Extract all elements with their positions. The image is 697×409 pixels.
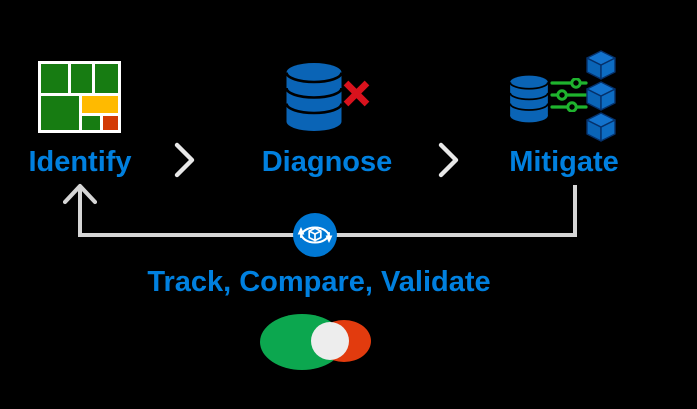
treemap-cell — [82, 116, 100, 130]
sync-icon — [293, 213, 337, 257]
cubes-icon — [586, 50, 616, 142]
treemap-cell — [103, 116, 118, 130]
error-x-icon — [343, 80, 370, 107]
treemap-cell — [71, 64, 92, 93]
chevron-right-icon — [174, 142, 195, 178]
sliders-icon — [550, 78, 588, 112]
loop-label: Track, Compare, Validate — [147, 266, 491, 298]
step-label-mitigate: Mitigate — [509, 146, 619, 178]
database-icon — [285, 63, 343, 131]
treemap-cell — [95, 64, 118, 93]
chevron-right-icon — [438, 142, 459, 178]
loop-line-right-vertical — [573, 185, 577, 237]
treemap-icon — [38, 61, 121, 133]
treemap-cell — [41, 96, 79, 130]
step-label-identify: Identify — [28, 146, 132, 178]
database-icon — [509, 75, 549, 123]
loop-arrowhead-icon — [63, 183, 97, 205]
treemap-cell — [41, 64, 68, 93]
step-label-diagnose: Diagnose — [261, 146, 393, 178]
loop-line-left-vertical — [78, 189, 82, 237]
treemap-cell — [82, 96, 118, 113]
venn-diagram-icon — [260, 314, 371, 370]
